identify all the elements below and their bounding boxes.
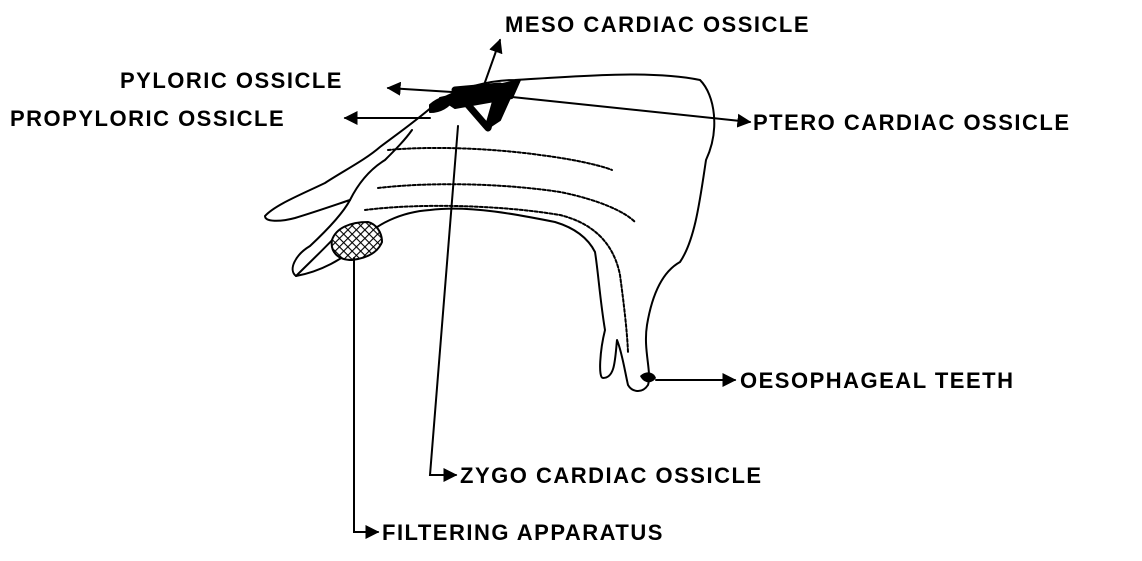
zygo-cardiac-leader xyxy=(430,126,458,475)
label-zygo-cardiac-ossicle: ZYGO CARDIAC OSSICLE xyxy=(460,465,763,487)
inner-fold-anterior xyxy=(350,130,412,200)
label-meso-cardiac-ossicle: MESO CARDIAC OSSICLE xyxy=(505,14,810,36)
pyloric-leader xyxy=(388,88,452,92)
inner-fold-upper xyxy=(388,148,612,170)
inner-fold-lower xyxy=(365,206,628,352)
filtering-apparatus-leader xyxy=(354,258,378,532)
ossicle-cluster xyxy=(430,80,520,128)
label-filtering-apparatus: FILTERING APPARATUS xyxy=(382,522,664,544)
ptero-cardiac-leader xyxy=(512,97,750,122)
oesophageal-teeth-shape xyxy=(640,372,656,382)
label-propyloric-ossicle: PROPYLORIC OSSICLE xyxy=(10,108,285,130)
inner-fold-middle xyxy=(378,184,635,222)
label-oesophageal-teeth: OESOPHAGEAL TEETH xyxy=(740,370,1014,392)
filtering-apparatus-shape xyxy=(332,222,382,260)
meso-cardiac-leader xyxy=(484,40,500,85)
label-ptero-cardiac-ossicle: PTERO CARDIAC OSSICLE xyxy=(753,112,1071,134)
label-pyloric-ossicle: PYLORIC OSSICLE xyxy=(120,70,343,92)
